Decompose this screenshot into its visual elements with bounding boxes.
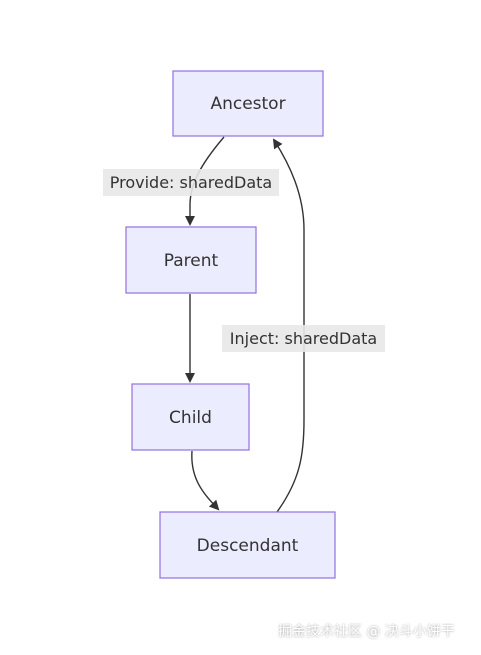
edge-child-to-descendant	[191, 450, 220, 511]
node-ancestor[interactable]: Ancestor	[172, 70, 324, 137]
watermark: 掘金技术社区 @ 决斗小饼干	[278, 624, 455, 640]
node-parent[interactable]: Parent	[125, 226, 257, 294]
node-child-label: Child	[169, 408, 212, 428]
node-descendant[interactable]: Descendant	[159, 511, 336, 579]
node-descendant-label: Descendant	[197, 536, 299, 556]
node-parent-label: Parent	[164, 251, 219, 271]
edge-label-inject: Inject: sharedData	[222, 325, 385, 352]
edge-label-inject-text: Inject: sharedData	[230, 329, 377, 348]
edge-label-provide: Provide: sharedData	[103, 169, 279, 196]
edge-label-provide-text: Provide: sharedData	[110, 173, 272, 192]
node-child[interactable]: Child	[131, 383, 250, 451]
node-ancestor-label: Ancestor	[210, 94, 285, 114]
